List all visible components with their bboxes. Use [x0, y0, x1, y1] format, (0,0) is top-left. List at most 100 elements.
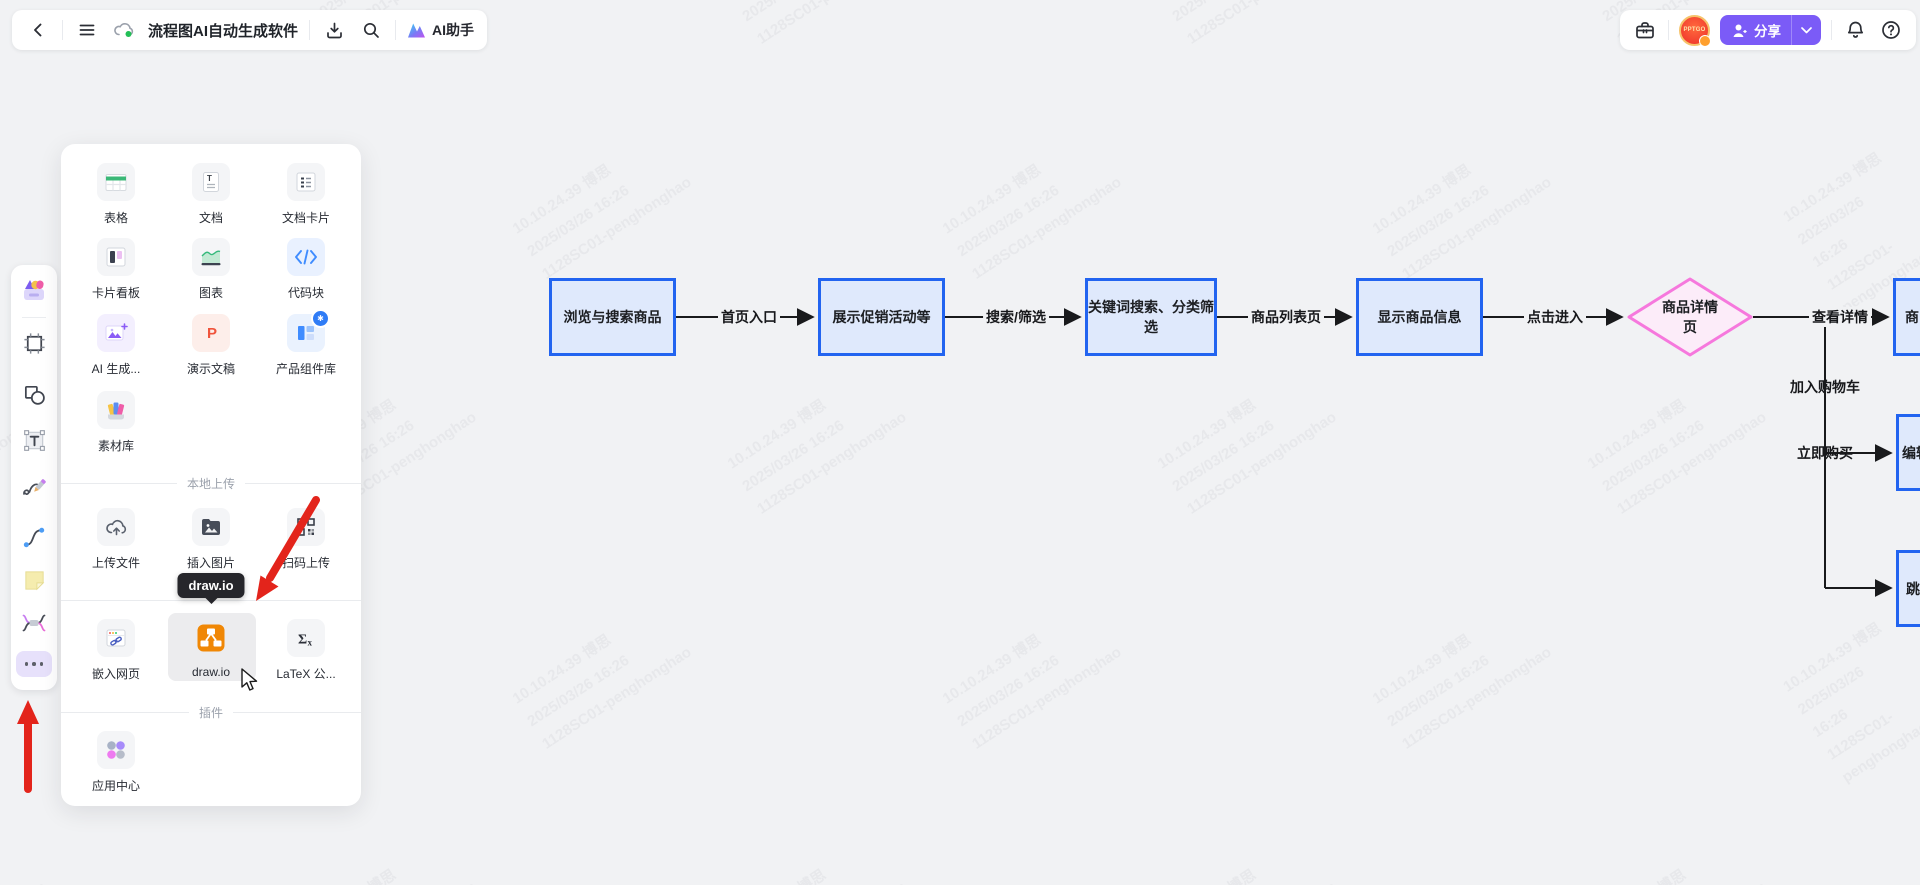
component-library-icon: ✱ [287, 309, 330, 352]
ai-generate-icon [97, 314, 135, 352]
qr-code-icon [287, 508, 325, 546]
cloud-icon [114, 23, 134, 37]
edge-label-home-entry[interactable]: 首页入口 [718, 307, 780, 327]
panel-item-doc-card[interactable]: 文档卡片 [261, 163, 351, 226]
edge-label-view-detail[interactable]: 查看详情 [1809, 307, 1871, 327]
search-button[interactable] [358, 17, 384, 43]
question-icon [1882, 21, 1900, 39]
back-button[interactable] [25, 17, 51, 43]
panel-item-label: 文档卡片 [281, 211, 330, 225]
node-product-detail-decision[interactable]: 商品详情页 [1627, 277, 1753, 357]
divider [395, 20, 397, 40]
doc-card-icon [287, 163, 325, 201]
hamburger-icon [79, 24, 95, 36]
export-button[interactable] [321, 17, 347, 43]
panel-item-label: 演示文稿 [186, 362, 235, 376]
sidebar-item-more[interactable] [16, 649, 52, 679]
panel-item-ai-generate[interactable]: AI 生成... [71, 314, 161, 377]
node-keyword-filter[interactable]: 关键词搜索、分类筛选 [1085, 278, 1217, 356]
panel-item-code-block[interactable]: 代码块 [261, 238, 351, 301]
sidebar-item-pen[interactable] [19, 473, 49, 503]
divider [1791, 15, 1792, 45]
search-icon [363, 22, 379, 38]
share-dropdown-button[interactable] [1792, 26, 1821, 34]
node-clipped-top[interactable]: 商 [1893, 278, 1920, 356]
avatar[interactable]: PPTGO [1679, 14, 1711, 47]
edge-label-click-enter[interactable]: 点击进入 [1524, 307, 1586, 327]
panel-item-embed-web[interactable]: 嵌入网页 [71, 619, 161, 682]
panel-item-label: 卡片看板 [91, 286, 140, 300]
menu-button[interactable] [74, 17, 100, 43]
panel-item-document[interactable]: T 文档 [166, 163, 256, 226]
panel-item-kanban[interactable]: 卡片看板 [71, 238, 161, 301]
panel-item-label: 扫码上传 [281, 556, 330, 570]
node-product-info[interactable]: 显示商品信息 [1356, 278, 1483, 356]
panel-item-insert-image[interactable]: 插入图片 [166, 508, 256, 571]
panel-item-label: 嵌入网页 [91, 667, 140, 681]
node-clipped-bottom[interactable]: 跳 [1896, 550, 1920, 627]
sidebar-item-shapes[interactable] [19, 379, 49, 409]
share-button[interactable]: 分享 [1720, 15, 1821, 45]
drawio-icon [192, 619, 230, 657]
help-button[interactable] [1878, 17, 1904, 43]
code-block-icon [287, 238, 325, 276]
more-dots-icon [16, 651, 52, 677]
panel-item-qr-upload[interactable]: 扫码上传 [261, 508, 351, 571]
edge-label-add-cart[interactable]: 加入购物车 [1790, 379, 1860, 395]
document-title[interactable]: 流程图AI自动生成软件 [148, 22, 299, 40]
section-plugins: 插件 [61, 704, 361, 721]
table-icon [97, 163, 135, 201]
panel-item-label: 上传文件 [91, 556, 140, 570]
sidebar-item-sticky-note[interactable] [19, 565, 49, 595]
edge-label-search-filter[interactable]: 搜索/筛选 [983, 307, 1049, 327]
sidebar-item-frame[interactable] [19, 328, 49, 358]
panel-item-label: 代码块 [287, 286, 324, 300]
ai-assistant-button[interactable]: AI助手 [407, 20, 474, 40]
sidebar-item-text[interactable] [19, 425, 49, 455]
share-button-main[interactable]: 分享 [1720, 20, 1791, 40]
panel-item-chart[interactable]: 图表 [166, 238, 256, 301]
edge-label-buy-now[interactable]: 立即购买 [1797, 445, 1853, 461]
panel-item-label: 表格 [103, 211, 128, 225]
panel-item-upload-file[interactable]: 上传文件 [71, 508, 161, 571]
share-label: 分享 [1754, 24, 1781, 39]
sidebar-item-mindmap[interactable] [19, 608, 49, 638]
toolbar-left: 流程图AI自动生成软件 AI助手 [12, 10, 488, 50]
ai-assistant-label: AI助手 [432, 22, 475, 38]
connector-icon [23, 527, 44, 547]
node-browse-search[interactable]: 浏览与搜索商品 [549, 278, 676, 356]
panel-item-table[interactable]: 表格 [71, 163, 161, 226]
share-person-icon [1733, 24, 1747, 37]
svg-text:Σ: Σ [298, 633, 307, 648]
node-clipped-middle[interactable]: 编辑 [1896, 414, 1920, 491]
sidebar-item-templates[interactable] [19, 275, 49, 305]
notifications-button[interactable] [1842, 17, 1868, 43]
panel-item-label: 插入图片 [186, 556, 235, 570]
presentation-icon: P [192, 314, 230, 352]
node-promotions[interactable]: 展示促销活动等 [818, 278, 945, 356]
svg-text:x: x [308, 638, 313, 648]
avatar-badge [1699, 34, 1711, 47]
panel-item-asset-library[interactable]: 素材库 [71, 391, 161, 454]
panel-item-drawio[interactable]: draw.io [166, 619, 256, 679]
insert-image-icon [192, 508, 230, 546]
panel-item-component-library[interactable]: ✱ 产品组件库 [261, 309, 351, 377]
pen-icon [23, 479, 46, 495]
drawio-tooltip: draw.io [177, 573, 245, 598]
divider [1668, 20, 1669, 40]
sidebar-item-connector[interactable] [19, 522, 49, 552]
document-icon: T [192, 163, 230, 201]
toolbox-button[interactable] [1632, 17, 1658, 43]
panel-item-label: LaTeX 公... [276, 667, 336, 681]
diamond-shape [1627, 277, 1753, 357]
panel-item-app-center[interactable]: 应用中心 [71, 731, 161, 794]
panel-item-presentation[interactable]: P 演示文稿 [166, 314, 256, 377]
ai-logo-icon [408, 23, 426, 37]
panel-item-label: 素材库 [97, 439, 134, 453]
briefcase-icon [1636, 21, 1654, 38]
panel-item-label: 产品组件库 [275, 362, 336, 376]
frame-icon [23, 332, 45, 354]
edge-label-list-page[interactable]: 商品列表页 [1248, 307, 1324, 327]
